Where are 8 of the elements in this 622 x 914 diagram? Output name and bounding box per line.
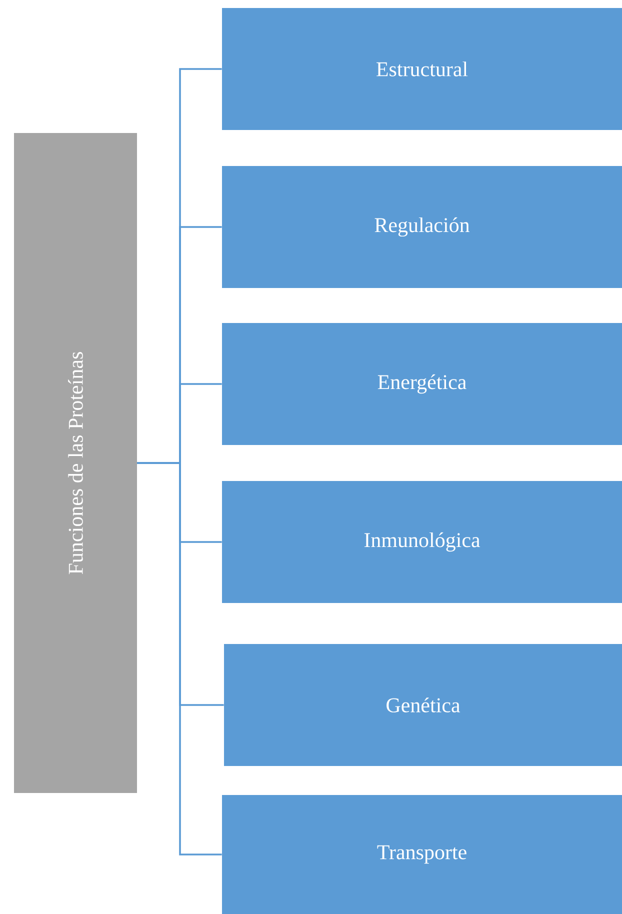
function-box: Estructural bbox=[222, 8, 622, 130]
function-box: Transporte bbox=[222, 795, 622, 914]
function-box: Genética bbox=[224, 644, 622, 766]
function-box: Energética bbox=[222, 323, 622, 445]
connector-line bbox=[137, 462, 222, 856]
function-box: Regulación bbox=[222, 166, 622, 288]
category-box: Funciones de las Proteínas bbox=[14, 133, 137, 793]
function-box: Inmunológica bbox=[222, 481, 622, 603]
